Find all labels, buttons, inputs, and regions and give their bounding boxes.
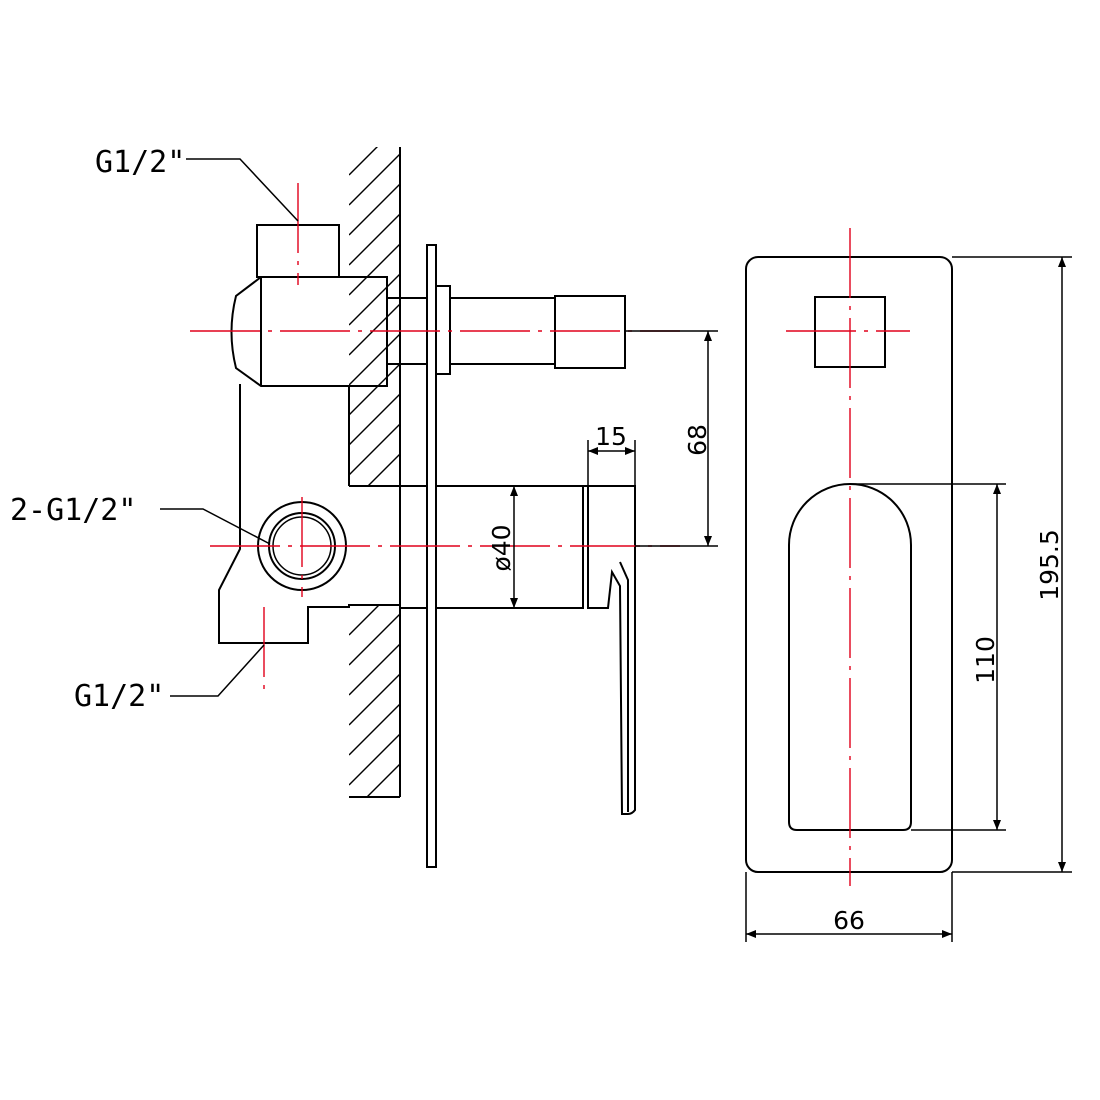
inlet-bottom-label: G1/2" (74, 679, 164, 714)
handle-thickness-value: 15 (595, 422, 627, 451)
cover-plate-front (745, 256, 953, 873)
dimension-plate-height: 195.5 (952, 256, 1072, 873)
diverter-spindle (386, 285, 626, 375)
body-diameter-value: ø40 (487, 524, 516, 571)
wall-hatch-bottom (349, 605, 400, 797)
label-inlet-top: G1/2" (95, 145, 299, 222)
dimension-handle-thickness: 15 (587, 422, 636, 486)
lever-handle (619, 561, 629, 812)
dimension-plate-width: 66 (745, 872, 953, 942)
inlet-top-label: G1/2" (95, 145, 185, 180)
side-centerlines (190, 183, 680, 690)
handle-length-value: 110 (971, 636, 1000, 684)
dimension-body-diameter: ø40 (487, 486, 518, 608)
plate-height-value: 195.5 (1035, 529, 1064, 601)
wall-hatch-top (349, 147, 400, 485)
cartridge-housing (400, 485, 636, 815)
diverter-knob (554, 295, 626, 369)
valve-body (218, 224, 400, 644)
cover-plate-side (426, 244, 437, 868)
dimension-spindle-offset: 68 (625, 330, 718, 547)
side-view: G1/2" 2-G1/2" G1/2" 68 15 ø40 (10, 145, 718, 868)
spindle-offset-value: 68 (683, 424, 712, 456)
front-centerlines (786, 228, 910, 886)
front-view: 110 195.5 66 (745, 228, 1072, 942)
label-outlet-side: 2-G1/2" (10, 493, 271, 545)
wall-section (349, 147, 401, 798)
handle-front (788, 483, 912, 831)
plate-width-value: 66 (833, 906, 865, 935)
label-inlet-bottom: G1/2" (74, 644, 265, 714)
dimension-handle-length: 110 (850, 483, 1006, 831)
outlet-side-label: 2-G1/2" (10, 493, 136, 528)
